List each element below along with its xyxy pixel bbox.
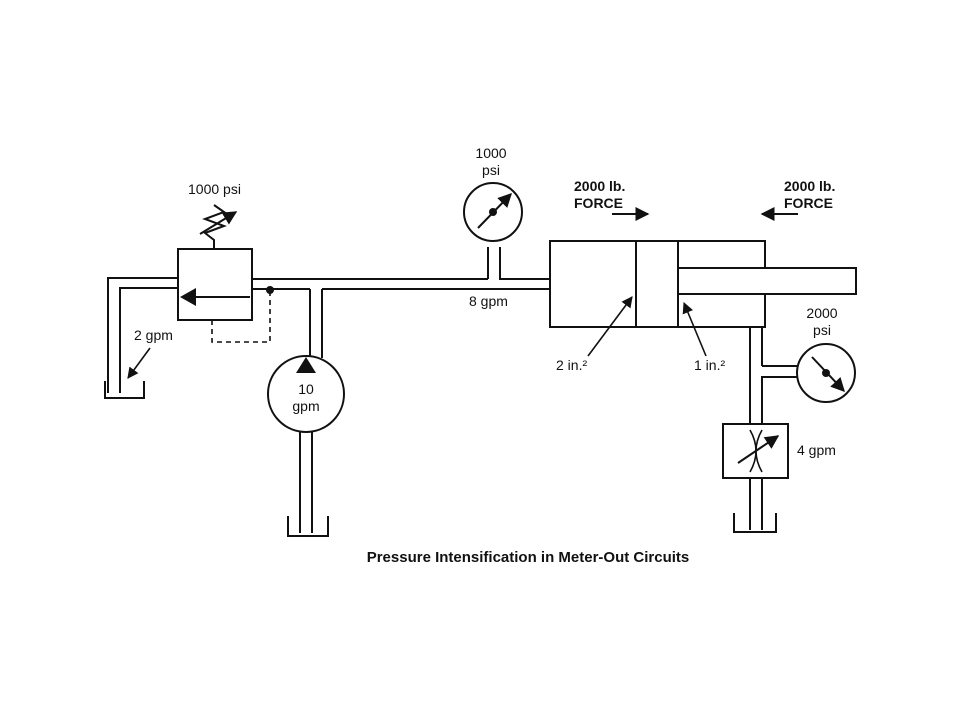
pressure-line [252,247,550,290]
cap-area-arrow [587,296,633,357]
pump [267,355,345,433]
diagram-title: Pressure Intensification in Meter-Out Ci… [367,549,690,566]
rod-area-label: 1 in.² [694,357,725,373]
relief-drain-line [107,277,178,393]
cap-gauge-unit: psi [482,162,500,178]
cap-area-label: 2 in.² [556,357,587,373]
relief-setting-label: 1000 psi [188,181,241,197]
hydraulic-cylinder [549,240,857,328]
flow-control-flow-label: 4 gpm [797,442,836,458]
rod-gauge-value: 2000 [806,305,837,321]
pump-tank [287,516,329,537]
pump-suction-line [299,432,313,533]
pump-flow-unit: gpm [292,398,319,414]
cylinder-rod [677,267,857,295]
line-flow-label: 8 gpm [469,293,508,309]
pump-flow-value: 10 [298,381,314,397]
relief-flow-label: 2 gpm [134,327,173,343]
cylinder-piston [635,240,679,328]
flow-control-tank [733,513,777,533]
relief-flow-arrow [127,347,151,379]
cap-end-pressure-gauge [463,182,523,242]
rod-gauge-unit: psi [813,322,831,338]
cap-force-value: 2000 lb. [574,178,625,194]
cap-force-unit: FORCE [574,195,623,211]
rod-end-pressure-gauge [796,343,856,403]
pump-supply-line [309,289,323,358]
cap-gauge-value: 1000 [475,145,506,161]
rod-end-line [749,327,800,530]
relief-valve [177,204,274,343]
rod-area-arrow [682,301,707,357]
relief-tank [104,381,145,399]
rod-force-value: 2000 lb. [784,178,835,194]
flow-control-valve [722,423,789,479]
rod-force-unit: FORCE [784,195,833,211]
